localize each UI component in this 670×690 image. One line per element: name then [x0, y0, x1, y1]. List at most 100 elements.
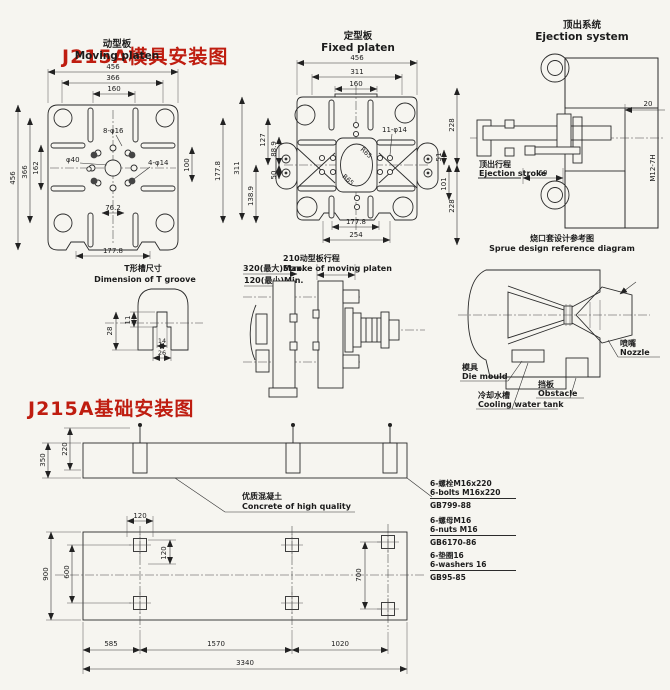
ejection-label-zh: 顶出系统	[563, 19, 602, 31]
dim-label: 311	[350, 68, 363, 76]
dim-label: 177.8	[214, 161, 222, 181]
dim-label: 228	[448, 118, 456, 131]
fixed-platen-body: R65 R65	[275, 86, 439, 233]
dim-label: 456	[106, 63, 120, 71]
cooling-tank-label-zh: 冷却水槽	[478, 390, 510, 400]
bolt-name-en: 6-bolts M16x220	[430, 488, 501, 497]
dim-label: 700	[355, 568, 363, 581]
fixed-platen-diagram: 定型板 Fixed platen R65 R65 45	[233, 30, 460, 246]
sprue-callouts: 模具 Die mould 冷却水槽 Cooling water tank 挡板 …	[460, 338, 660, 410]
fixed-platen-label-en: Fixed platen	[321, 42, 395, 54]
bolt-list-item: 6-螺母M16 6-nuts M16 GB6170-86	[430, 516, 522, 547]
dim-label: 162	[32, 161, 40, 174]
ejection-label-en: Ejection system	[535, 31, 629, 43]
cooling-tank-label-en: Cooling water tank	[478, 400, 564, 409]
moving-platen-dimensions: 456 366 160 456 366 162 177.8 100 76.2 1…	[9, 63, 226, 259]
dim-label: 585	[104, 640, 117, 648]
bolt-name-en: 6-nuts M16	[430, 525, 478, 534]
concrete-label-zh: 优质混凝土	[242, 491, 282, 501]
divider	[430, 535, 516, 536]
dim-label: 51	[435, 153, 443, 162]
thread-callout: M12-7H	[649, 154, 657, 181]
moving-platen-diagram: 动型板 Moving platen 456 366 160 456 366 16	[9, 38, 226, 259]
dim-label: 120	[160, 546, 168, 559]
hole-callout: φ40	[66, 156, 80, 164]
obstacle-label-en: Obstacle	[538, 389, 578, 398]
bolt-list-item: 6-垫圈16 6-washers 16 GB95-85	[430, 551, 522, 582]
dim-label: 3340	[236, 659, 254, 667]
anchor-bolt	[285, 423, 301, 474]
foundation-section-diagram: 350 220 优质混凝土 Concrete of high quality	[39, 423, 433, 513]
bolt-standard: GB95-85	[430, 573, 466, 582]
moving-platen-label-en: Moving platen	[75, 50, 160, 62]
bolt-name-zh: 6-垫圈16	[430, 551, 464, 560]
foundation-plan-diagram: 900 600 120 120 700 585 1570 1020 3340	[42, 512, 425, 674]
mold-installation-title: J215A模具安装图	[62, 46, 229, 68]
ejection-dimensions: 20 顶出行程 Ejection stroke 60 M12-7H	[478, 100, 665, 184]
stroke-label-en: Stroke of moving platen	[283, 264, 392, 273]
dim-label: 1570	[207, 640, 225, 648]
dim-label: 456	[9, 171, 17, 185]
bolt-name-zh: 6-螺栓M16x220	[430, 479, 492, 488]
ejection-body	[470, 53, 665, 229]
sprue-title-zh: 烧口套设计参考图	[530, 233, 594, 243]
die-mould-label-en: Die mould	[462, 372, 508, 381]
dim-label: 1020	[331, 640, 349, 648]
bolt-name-en: 6-washers 16	[430, 560, 487, 569]
moving-platen-body	[47, 104, 179, 251]
bolt-standard: GB799-88	[430, 501, 472, 510]
dim-label: 160	[107, 85, 120, 93]
dim-label: 177.8	[103, 247, 123, 255]
bolt-list-item: 6-螺栓M16x220 6-bolts M16x220 GB799-88	[430, 479, 522, 510]
anchor-pocket	[281, 592, 303, 614]
dim-label: 26	[158, 349, 166, 357]
dim-label: 366	[106, 74, 120, 82]
foundation-plan-body	[55, 524, 425, 630]
dim-label: 100	[183, 158, 191, 171]
dim-label: 120	[133, 512, 146, 520]
max-stroke-label: 320(最大)Max.	[243, 263, 305, 273]
stroke-view-diagram: 210动型板行程 Stroke of moving platen 320(最大)…	[243, 253, 425, 398]
sprue-title-en: Sprue design reference diagram	[489, 244, 635, 253]
concrete-label-en: Concrete of high quality	[242, 502, 352, 511]
anchor-pocket	[281, 534, 303, 556]
bolt-name-zh: 6-螺母M16	[430, 516, 472, 525]
dim-label: 60	[539, 169, 548, 177]
dim-label: 254	[349, 231, 363, 239]
sprue-diagram: 烧口套设计参考图 Sprue design reference diagram …	[458, 233, 660, 410]
dim-label: 138.9	[247, 186, 255, 206]
anchor-pocket	[129, 534, 151, 556]
dim-label: 88.9	[270, 141, 278, 157]
dim-label: 101	[440, 177, 448, 190]
t-groove-label-zh: T形槽尺寸	[124, 263, 161, 273]
dim-label: 127	[259, 133, 267, 146]
dim-label: 900	[42, 567, 50, 580]
stroke-view-body	[243, 280, 425, 398]
die-mould-label-zh: 模具	[462, 362, 478, 372]
hole-callout: 11-φ14	[382, 126, 408, 134]
ejection-system-diagram: 顶出系统 Ejection system 20 顶出行程 Ejection st…	[470, 19, 665, 229]
dim-label: 456	[350, 54, 364, 62]
dim-label: 50	[270, 171, 278, 180]
stroke-label-zh: 210动型板行程	[283, 253, 340, 263]
t-groove-label-en: Dimension of T groove	[94, 275, 196, 284]
foundation-block	[82, 423, 408, 479]
dim-label: 366	[21, 165, 29, 179]
fixed-platen-dimensions: 456 311 160 311 138.9 127 88.9 50 228 51…	[233, 54, 460, 246]
bolt-standard: GB6170-86	[430, 538, 477, 547]
dim-label: 350	[39, 453, 47, 466]
moving-platen-label-zh: 动型板	[103, 38, 132, 50]
dim-label: 220	[61, 442, 69, 455]
anchor-pocket	[129, 592, 151, 614]
ejection-stroke-zh: 顶出行程	[479, 159, 511, 169]
t-groove-dimensions: 11 28 14 26	[106, 311, 172, 361]
hole-callout: 8-φ16	[103, 127, 124, 135]
dim-label: 28	[106, 327, 114, 336]
foundation-section-dimensions: 350 220 优质混凝土 Concrete of high quality	[39, 427, 433, 513]
nozzle-label-en: Nozzle	[620, 348, 650, 357]
sprue-body	[458, 269, 650, 390]
t-groove-body	[105, 288, 203, 351]
foundation-plan-dimensions: 900 600 120 120 700 585 1570 1020 3340	[42, 512, 408, 674]
nozzle-label-zh: 喷嘴	[620, 338, 636, 348]
